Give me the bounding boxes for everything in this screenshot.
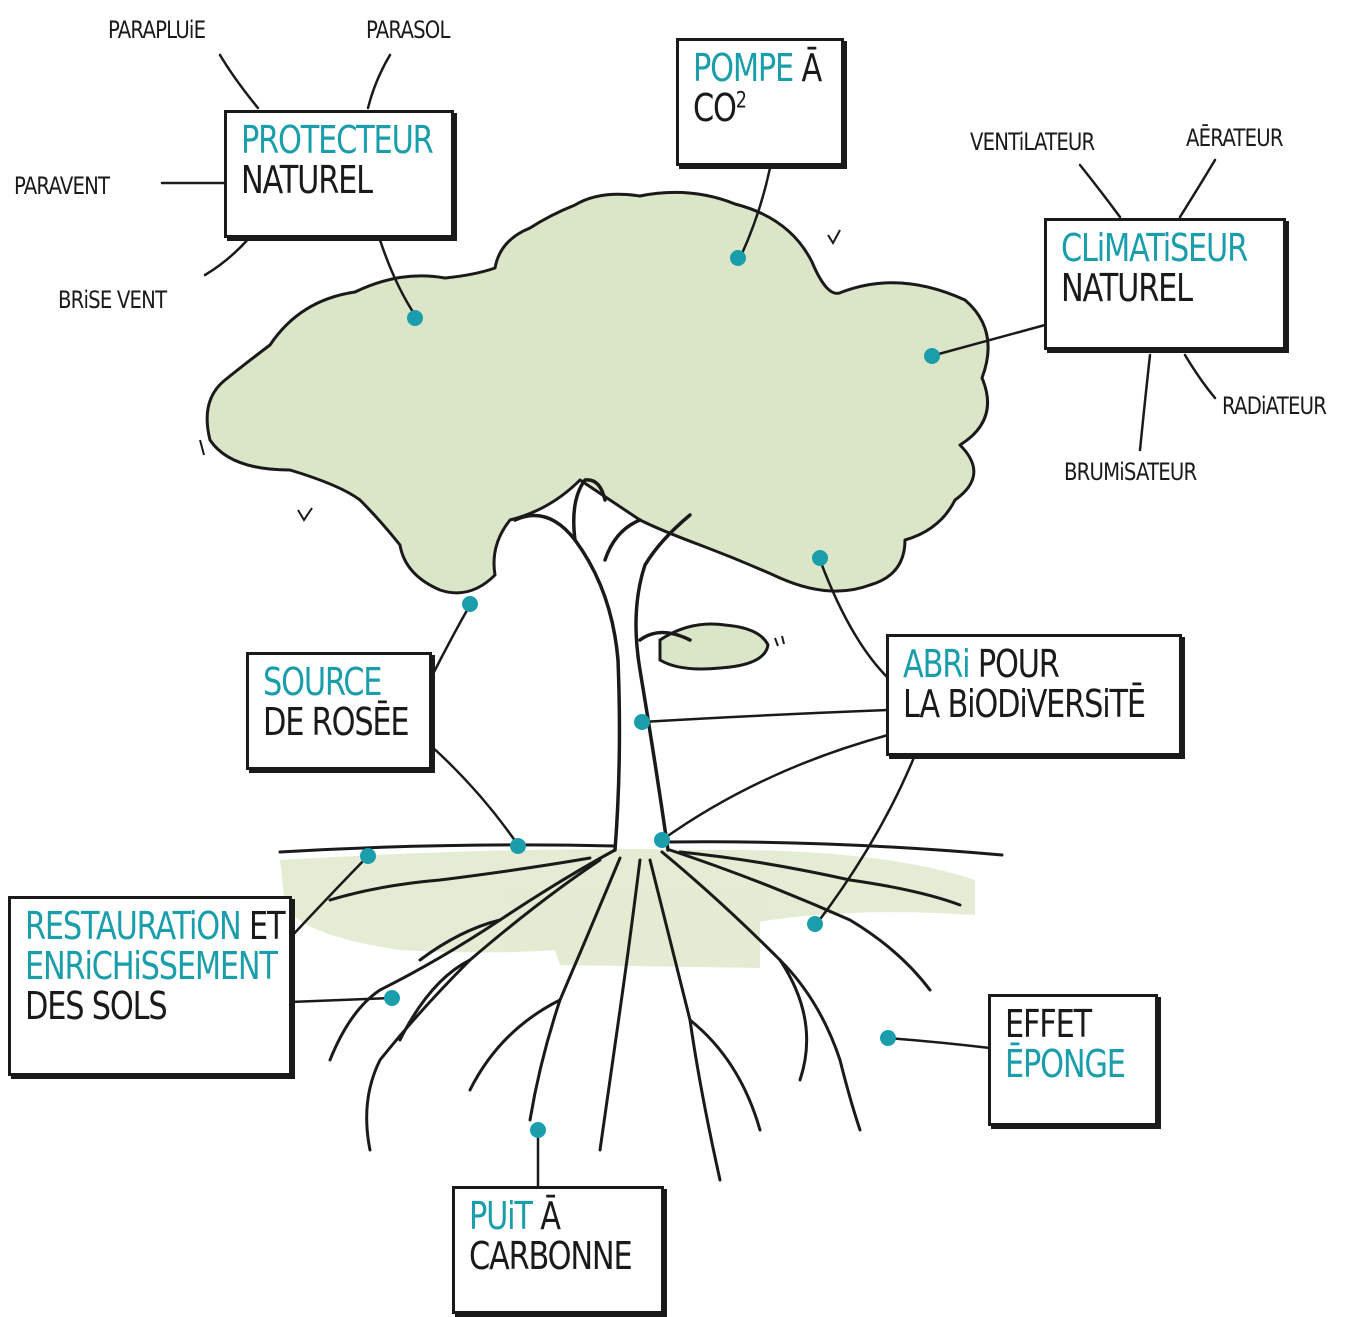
effet-label: EFFET — [1005, 1002, 1092, 1046]
climatiseur-naturel-box: CLiMATiSEUR NATUREL — [1044, 218, 1286, 350]
rosee-label: DE ROSĒE — [263, 699, 410, 744]
trunk — [513, 478, 692, 852]
ventilateur-label: VENTiLATEUR — [970, 128, 1095, 156]
biodiversite-label: LA BiODiVERSiTĒ — [903, 681, 1146, 726]
pour-label: POUR — [977, 642, 1060, 686]
naturel-label: NATUREL — [241, 157, 373, 202]
puit-carbonne-box: PUiT Ā CARBONNE — [452, 1186, 664, 1314]
ground-lines — [278, 840, 1004, 857]
climatiseur-naturel-label: NATUREL — [1061, 265, 1193, 310]
canopy — [205, 190, 990, 595]
climatiseur-label: CLiMATiSEUR — [1061, 226, 1248, 270]
co2-label: CO — [693, 85, 737, 130]
puit-line: PUiT Ā — [469, 1194, 611, 1238]
eponge-label: ĒPONGE — [1005, 1041, 1126, 1086]
co2-sup: 2 — [735, 88, 747, 114]
teal-dots — [360, 250, 940, 1138]
connector-lines — [160, 53, 1217, 1190]
abri-biodiversite-box: ABRi POUR LA BiODiVERSiTĒ — [886, 634, 1182, 756]
pompe-a-label: Ā — [801, 46, 823, 90]
protecteur-naturel-box: PROTECTEUR NATUREL — [224, 110, 454, 238]
restauration-label: RESTAURATiON — [25, 904, 242, 948]
enrichissement-label: ENRiCHiSSEMENT — [25, 943, 278, 988]
pompe-line: POMPE Ā — [693, 46, 822, 90]
paravent-label: PARAVENT — [14, 172, 110, 200]
carbonne-label: CARBONNE — [469, 1233, 633, 1278]
decorative-marks — [199, 229, 841, 647]
co2-line: CO2 — [693, 85, 800, 130]
roots — [328, 848, 962, 1182]
protecteur-label: PROTECTEUR — [241, 118, 434, 162]
source-label: SOURCE — [263, 660, 383, 704]
et-label: ET — [249, 904, 286, 948]
puit-a-label: Ā — [540, 1194, 561, 1238]
restauration-sols-box: RESTAURATiON ET ENRiCHiSSEMENT DES SOLS — [8, 896, 292, 1076]
pompe-co2-box: POMPE Ā CO2 — [676, 38, 844, 166]
brumisateur-label: BRUMiSATEUR — [1064, 458, 1197, 486]
abri-line: ABRi POUR — [903, 642, 1113, 686]
puit-label: PUiT — [469, 1194, 533, 1238]
radiateur-label: RADiATEUR — [1222, 392, 1327, 420]
brise-vent-label: BRiSE VENT — [58, 286, 167, 314]
source-rosee-box: SOURCE DE ROSĒE — [246, 652, 432, 770]
small-foliage — [658, 622, 770, 671]
effet-eponge-box: EFFET ĒPONGE — [988, 994, 1158, 1126]
parasol-label: PARASOL — [366, 16, 450, 44]
parapluie-label: PARAPLUiE — [108, 16, 206, 44]
pompe-label: POMPE — [693, 46, 794, 90]
restauration-line: RESTAURATiON ET — [25, 906, 286, 947]
abri-label: ABRi — [903, 642, 971, 686]
des-sols-label: DES SOLS — [25, 983, 168, 1028]
aerateur-label: AĒRATEUR — [1186, 124, 1284, 152]
